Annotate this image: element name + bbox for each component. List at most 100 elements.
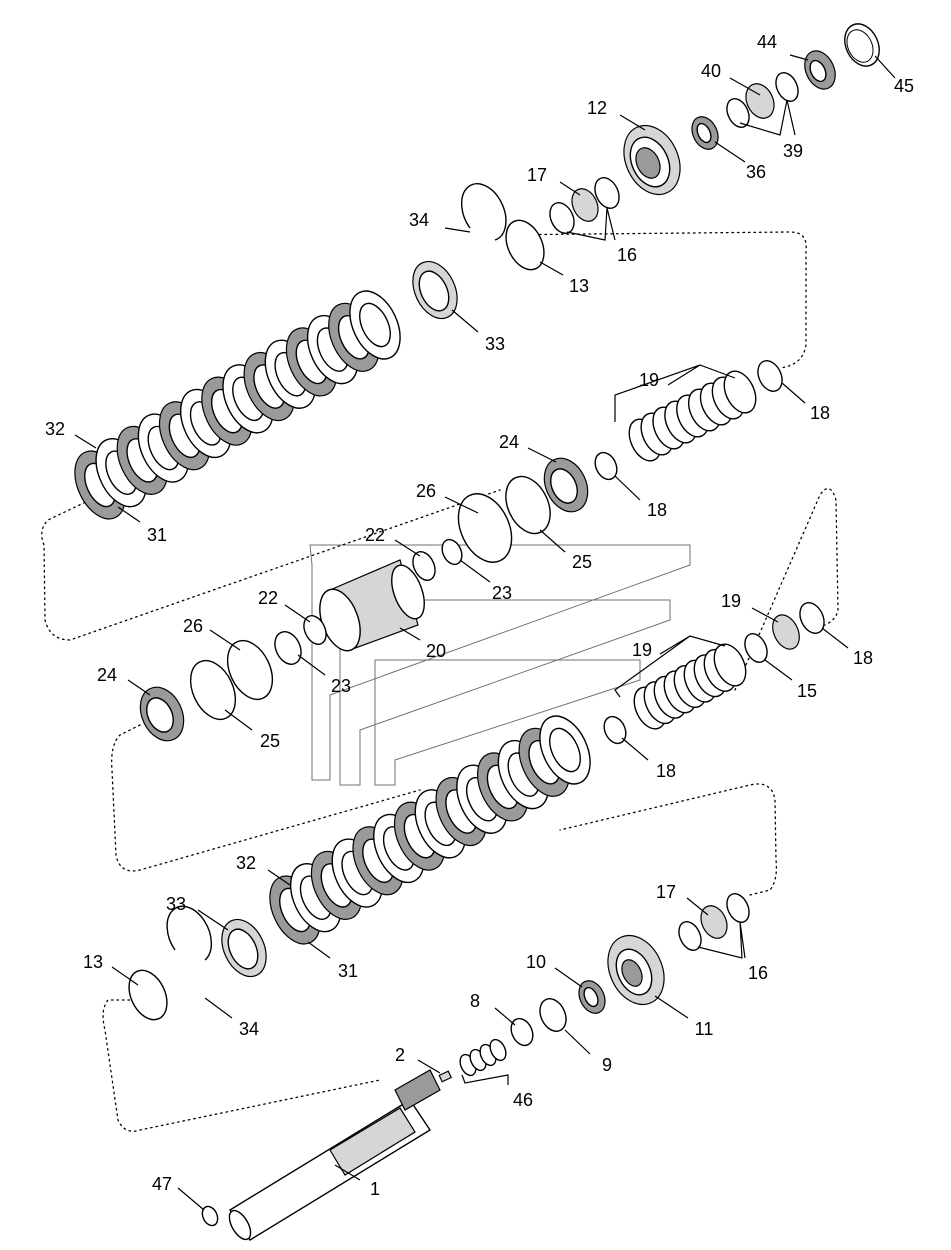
needle-bearing-36 <box>691 116 719 150</box>
leader-line <box>451 309 479 333</box>
leader-line <box>614 364 736 422</box>
leader-line <box>751 607 779 623</box>
leader-line <box>686 897 709 916</box>
callout-number: 15 <box>797 681 817 701</box>
upper-rings-18 <box>594 360 783 481</box>
callout-number: 19 <box>721 591 741 611</box>
callout-number: 13 <box>83 952 103 972</box>
upper-rings-13-33-34 <box>412 183 545 320</box>
leader-line <box>539 261 564 276</box>
callout-c23a: 23 <box>459 559 512 603</box>
seals-25-26-upper <box>412 475 551 581</box>
gear-12 <box>623 124 681 196</box>
leader-line <box>697 921 746 959</box>
leader-line <box>729 77 761 96</box>
washers-8-9 <box>510 998 567 1047</box>
leader-line <box>559 181 581 196</box>
leader-line <box>394 539 421 557</box>
callout-c19c: 19 <box>721 591 779 623</box>
leader-line <box>444 496 479 514</box>
leader-line <box>334 1164 361 1181</box>
leader-line <box>614 475 641 501</box>
callout-number: 26 <box>416 481 436 501</box>
callout-number: 24 <box>499 432 519 452</box>
callout-number: 18 <box>810 403 830 423</box>
upper-steel-plates-19 <box>628 370 757 462</box>
callout-number: 12 <box>587 98 607 118</box>
callout-number: 11 <box>695 1019 714 1039</box>
callout-number: 8 <box>470 991 480 1011</box>
upper-washers-16-17 <box>549 177 620 234</box>
lower-rings-13-33-34 <box>128 905 267 1021</box>
callout-labels: 4445403912361716341333191832312418262522… <box>45 32 914 1211</box>
leader-line <box>654 995 689 1019</box>
leader-line <box>564 1029 591 1055</box>
callout-number: 39 <box>783 141 803 161</box>
leader-line <box>554 967 583 988</box>
callout-c19a: 19 <box>614 364 736 422</box>
callout-number: 26 <box>183 616 203 636</box>
callout-c46: 46 <box>461 1074 533 1110</box>
callout-number: 32 <box>45 419 65 439</box>
leader-line <box>459 559 491 583</box>
leader-line <box>224 709 253 731</box>
seal-rings-46 <box>459 1038 507 1077</box>
callout-number: 44 <box>757 32 777 52</box>
leader-line <box>494 1007 516 1026</box>
callout-number: 40 <box>701 61 721 81</box>
callout-number: 34 <box>409 210 429 230</box>
callout-c20: 20 <box>399 627 446 661</box>
leader-line <box>209 629 241 651</box>
callout-c34a: 34 <box>409 210 471 233</box>
leader-line <box>714 141 746 163</box>
callout-c16a: 16 <box>566 207 637 265</box>
callout-number: 22 <box>365 525 385 545</box>
callout-c24b: 24 <box>97 665 151 696</box>
leader-line <box>619 114 646 131</box>
callout-c16b: 16 <box>697 921 768 983</box>
leader-line <box>739 99 796 136</box>
callout-number: 17 <box>656 882 676 902</box>
callout-c12: 12 <box>587 98 646 131</box>
leader-line <box>117 506 141 523</box>
callout-c26a: 26 <box>416 481 479 514</box>
callout-c2: 2 <box>395 1045 441 1074</box>
leader-line <box>204 997 233 1019</box>
callout-c8: 8 <box>470 991 516 1026</box>
callout-c18b: 18 <box>614 475 667 520</box>
assembly-path-lines <box>41 231 839 1132</box>
callout-c32b: 32 <box>236 853 291 886</box>
callout-c1: 1 <box>334 1164 380 1199</box>
callout-number: 36 <box>746 162 766 182</box>
leader-line <box>127 679 151 696</box>
piston-24-upper <box>543 457 589 513</box>
callout-c47: 47 <box>152 1174 205 1211</box>
callout-c32a: 32 <box>45 419 97 449</box>
callout-c33b: 33 <box>166 894 229 931</box>
shaft-1 <box>228 1069 441 1241</box>
leader-line <box>614 635 726 698</box>
callout-c22a: 22 <box>365 525 421 557</box>
callout-number: 20 <box>426 641 446 661</box>
seals-22-23-lower <box>189 615 327 721</box>
callout-c39: 39 <box>739 99 803 161</box>
callout-number: 22 <box>258 588 278 608</box>
callout-number: 1 <box>370 1179 380 1199</box>
leader-line <box>284 604 311 623</box>
callout-number: 16 <box>617 245 637 265</box>
callout-number: 18 <box>853 648 873 668</box>
bearing-44 <box>804 50 836 90</box>
plate-bore <box>359 302 391 348</box>
callout-number: 47 <box>152 1174 172 1194</box>
pin-2 <box>438 1070 453 1083</box>
snap-ring-47 <box>201 1205 219 1227</box>
callout-c18c: 18 <box>621 737 676 781</box>
leader-line <box>197 909 229 931</box>
leader-line <box>399 627 421 641</box>
upper-clutch-pack <box>74 290 401 520</box>
callout-number: 13 <box>569 276 589 296</box>
leader-line <box>781 382 806 404</box>
leader-line <box>111 966 139 986</box>
callout-number: 33 <box>166 894 186 914</box>
